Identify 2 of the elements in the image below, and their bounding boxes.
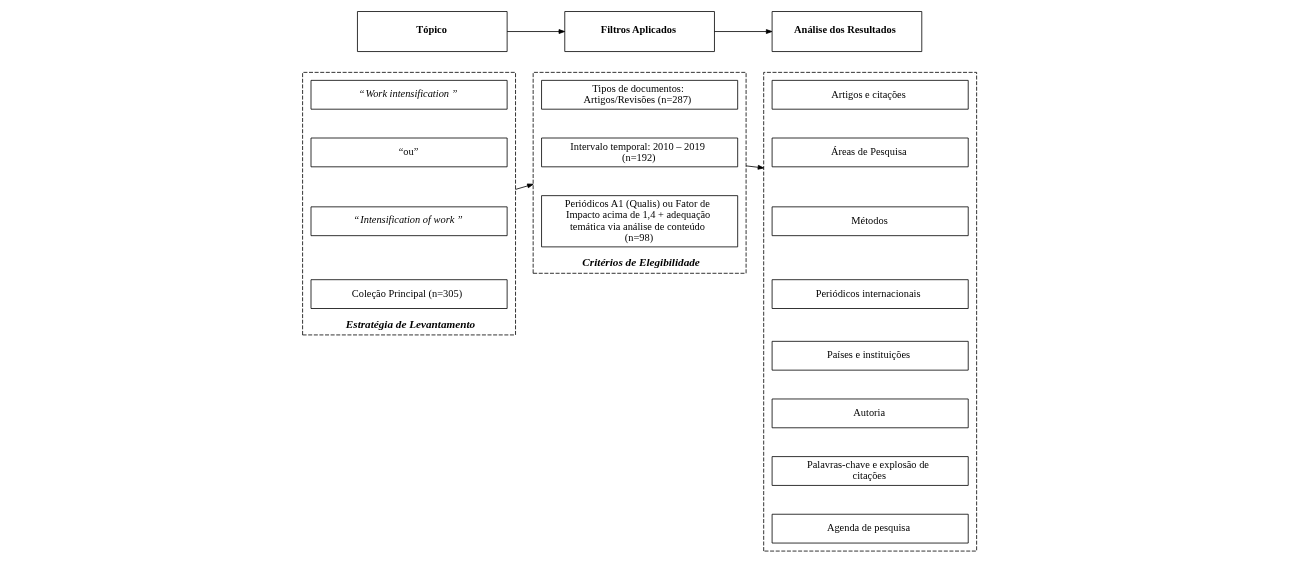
node-label: Estratégia de Levantamento [345, 317, 476, 330]
node-label: Critérios de Elegibilidade [582, 256, 700, 269]
